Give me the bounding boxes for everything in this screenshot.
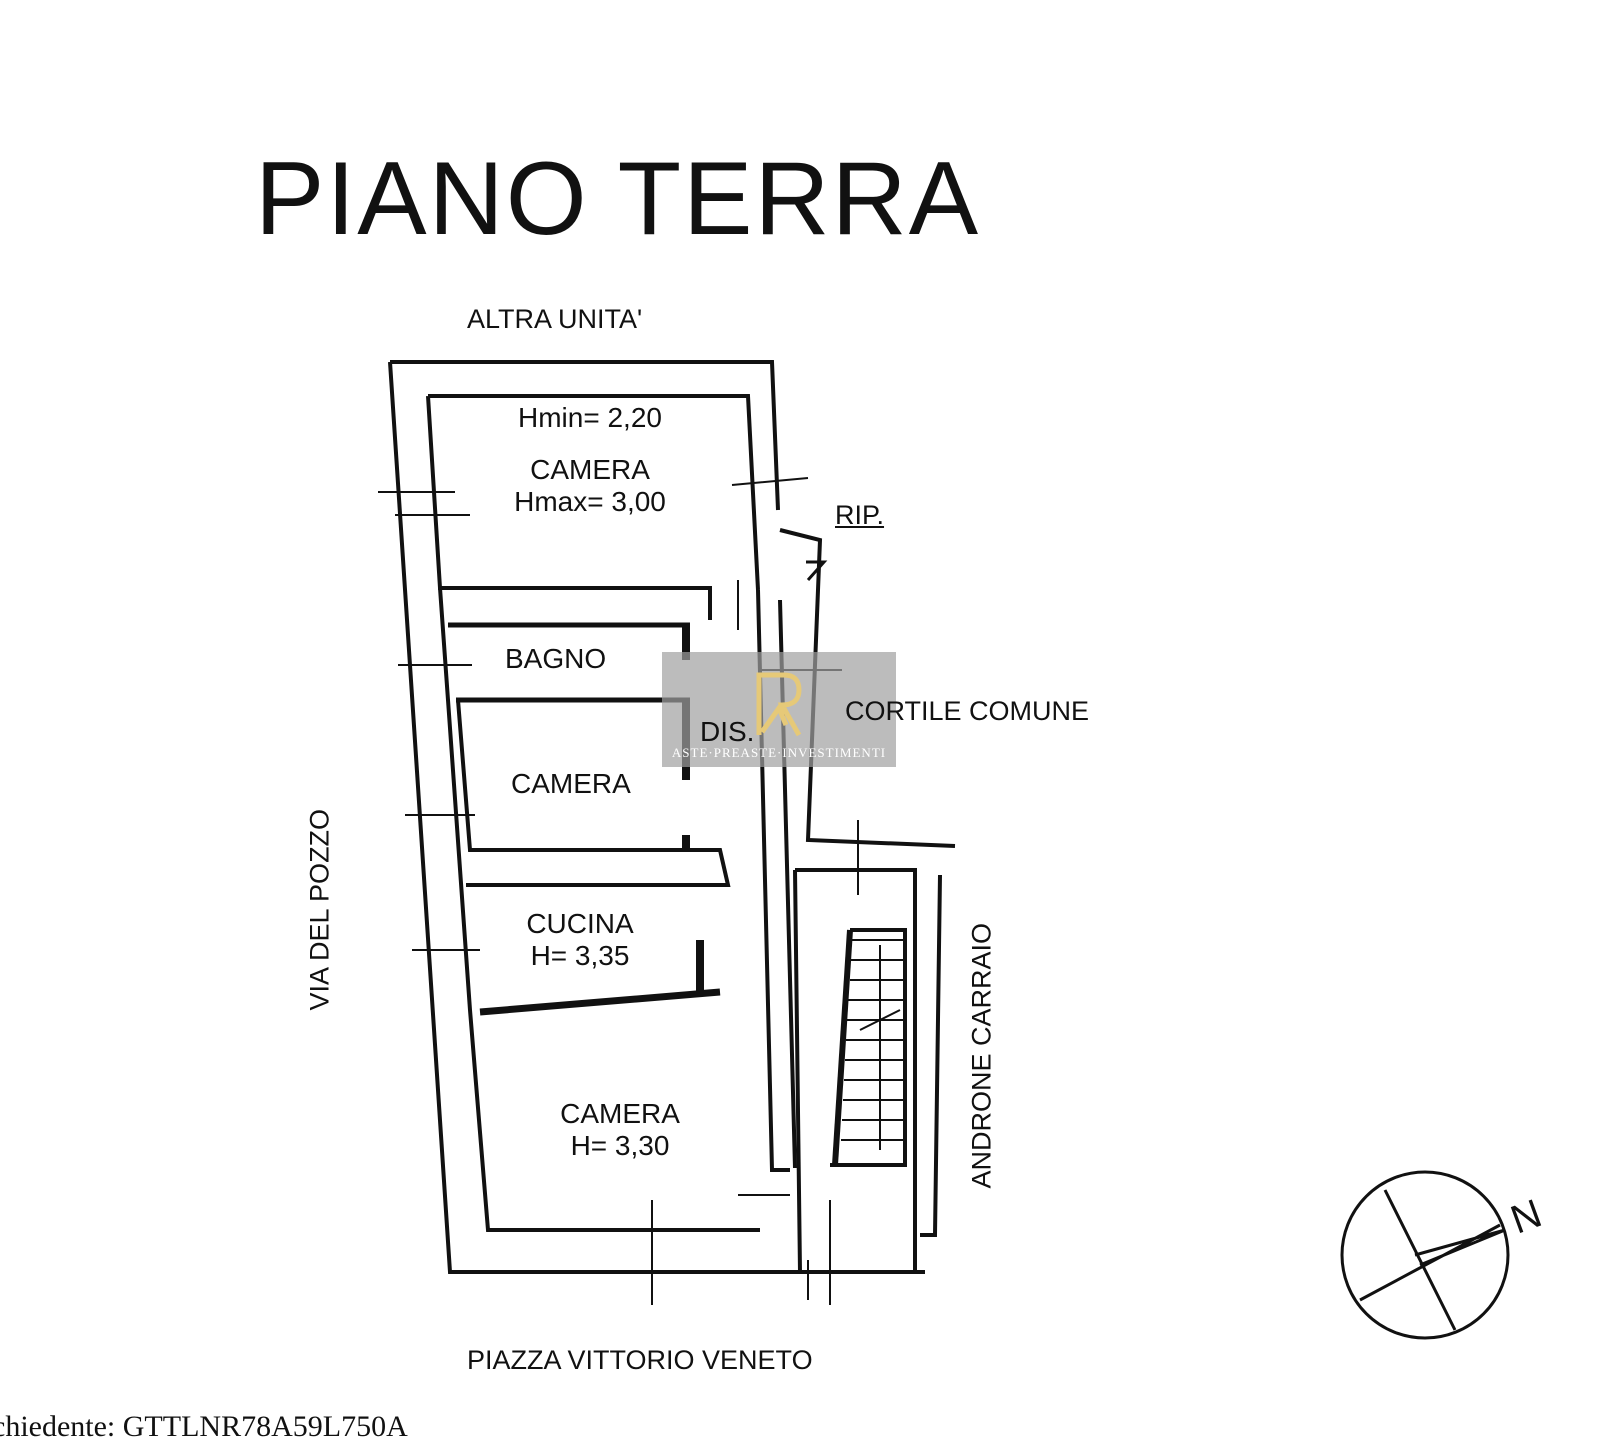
watermark: ASTE·PREASTE·INVESTIMENTI [662,652,896,767]
room-height: H= 3,35 [530,940,630,971]
plan-title: PIANO TERRA [255,141,981,257]
footer-text: chiedente: GTTLNR78A59L750A [0,1410,408,1443]
room-height-min: Hmin= 2,20 [518,402,662,433]
room-name: CAMERA [560,1098,680,1129]
watermark-logo-icon [756,672,802,737]
room-camera-1: Hmin= 2,20 CAMERA Hmax= 3,00 [500,402,680,518]
label-left: VIA DEL POZZO [304,808,335,1011]
label-rip: RIP. [835,500,885,530]
room-name: CUCINA [526,908,634,939]
label-bottom: PIAZZA VITTORIO VENETO [467,1345,813,1375]
room-dis: DIS. [700,716,755,747]
label-top: ALTRA UNITA' [467,304,643,334]
north-arrow-icon [1340,1170,1510,1340]
room-camera-2: CAMERA [511,768,631,799]
room-height: H= 3,30 [570,1130,670,1161]
room-name: CAMERA [530,454,650,485]
label-court: CORTILE COMUNE [845,696,1090,726]
room-camera-3: CAMERA H= 3,30 [545,1098,695,1162]
room-bagno: BAGNO [505,643,607,674]
label-passage: ANDRONE CARRAIO [966,922,997,1189]
room-cucina: CUCINA H= 3,35 [505,908,655,972]
watermark-text: ASTE·PREASTE·INVESTIMENTI [671,745,887,760]
room-height-max: Hmax= 3,00 [514,486,666,517]
